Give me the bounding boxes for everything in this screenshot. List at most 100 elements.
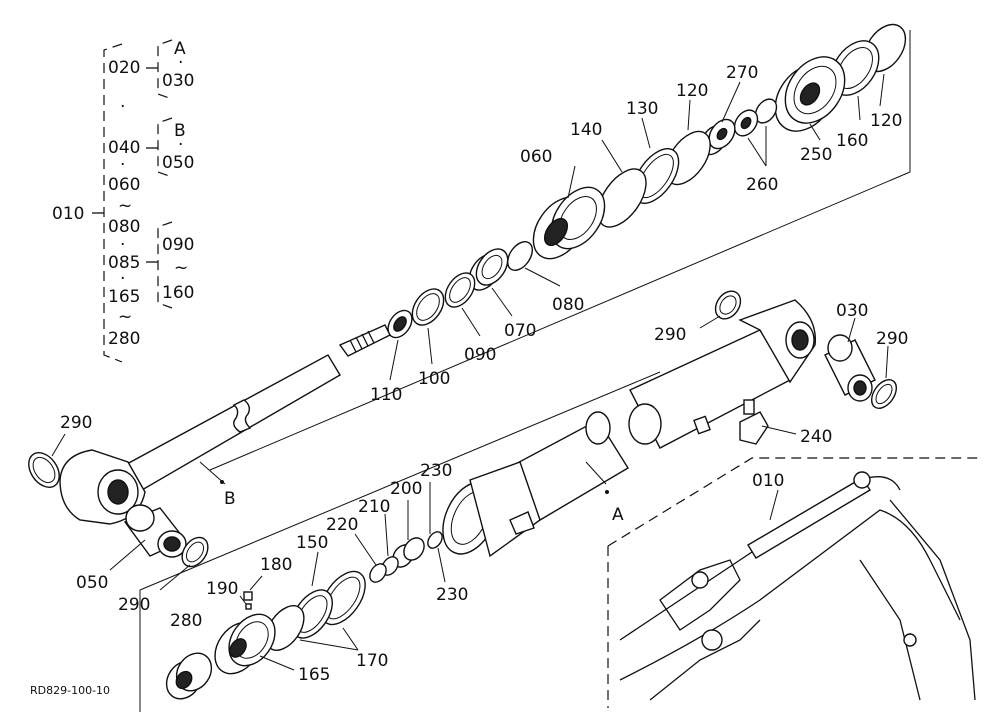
callout-220: 220 bbox=[326, 515, 358, 535]
part-230-ring-a bbox=[427, 531, 443, 549]
callout-240: 240 bbox=[800, 427, 832, 447]
upper-panel-border bbox=[209, 30, 911, 471]
callout-290-left: 290 bbox=[60, 413, 92, 433]
callout-080: 080 bbox=[552, 295, 584, 315]
callout-230-top: 230 bbox=[420, 461, 452, 481]
callout-140: 140 bbox=[570, 120, 602, 140]
tube-gland-housing bbox=[442, 461, 541, 558]
tree-item-040: 040 bbox=[108, 138, 140, 158]
tree-bracket-c bbox=[157, 221, 173, 309]
group-c-from: 090 bbox=[162, 235, 194, 255]
part-180-screw bbox=[243, 591, 253, 601]
callout-170: 170 bbox=[356, 651, 388, 671]
part-240-elbow bbox=[739, 411, 769, 445]
rod-eye-end bbox=[59, 449, 146, 525]
tree-item-dot-2: · bbox=[120, 155, 125, 175]
inset-excavator-arm bbox=[619, 471, 976, 701]
inset-cylinder bbox=[747, 477, 871, 559]
piston-rod bbox=[123, 354, 341, 491]
figure-code: RD829-100-10 bbox=[30, 684, 110, 697]
callout-290-right: 290 bbox=[876, 329, 908, 349]
group-a-part: 030 bbox=[162, 71, 194, 91]
tree-item-080: 080 bbox=[108, 217, 140, 237]
leader-lines bbox=[51, 73, 889, 671]
callout-160: 160 bbox=[836, 131, 868, 151]
tree-item-tilde-1: ~ bbox=[118, 196, 132, 216]
part-100-ring bbox=[411, 288, 445, 326]
callout-290-lower-left: 290 bbox=[118, 595, 150, 615]
tree-item-085: 085 bbox=[108, 253, 140, 273]
tube-lower-port bbox=[509, 511, 535, 535]
callout-050: 050 bbox=[76, 573, 108, 593]
arm-lower-edge bbox=[619, 509, 961, 681]
arm-upper-edge bbox=[619, 476, 901, 641]
callout-200: 200 bbox=[390, 479, 422, 499]
group-a-sep: · bbox=[178, 53, 183, 73]
tree-item-165: 165 bbox=[108, 287, 140, 307]
group-b-letter: B bbox=[174, 121, 186, 141]
tree-item-dot-3: · bbox=[120, 235, 125, 255]
callout-280: 280 bbox=[170, 611, 202, 631]
piston-rod-assembly bbox=[28, 324, 391, 568]
callout-110: 110 bbox=[370, 385, 402, 405]
callout-150: 150 bbox=[296, 533, 328, 553]
tree-item-tilde-2: ~ bbox=[118, 307, 132, 327]
part-050-bushing bbox=[123, 504, 187, 558]
callout-190: 190 bbox=[206, 579, 238, 599]
part-280-nut bbox=[165, 652, 213, 700]
cylinder-tube-lower bbox=[165, 411, 629, 700]
rod-break-mark bbox=[232, 399, 252, 433]
callout-270: 270 bbox=[726, 63, 758, 83]
panel-outlines bbox=[139, 30, 978, 712]
callout-010: 010 bbox=[752, 471, 784, 491]
callout-180: 180 bbox=[260, 555, 292, 575]
cylinder-tube-upper bbox=[628, 290, 898, 449]
marker-a-dot bbox=[605, 490, 609, 494]
callout-a: A bbox=[612, 505, 624, 525]
inset-pin-lower bbox=[701, 629, 723, 651]
tree-item-dot-4: · bbox=[120, 269, 125, 289]
callout-260: 260 bbox=[746, 175, 778, 195]
callout-060: 060 bbox=[520, 147, 552, 167]
part-290-ring-top bbox=[714, 290, 742, 320]
tree-item-060: 060 bbox=[108, 175, 140, 195]
part-140-ring bbox=[597, 168, 647, 228]
tube-head-eye bbox=[738, 299, 817, 384]
callout-120-left: 120 bbox=[676, 81, 708, 101]
tree-item-280: 280 bbox=[108, 329, 140, 349]
callout-070: 070 bbox=[504, 321, 536, 341]
tree-main-bracket bbox=[103, 43, 123, 363]
part-165-piston bbox=[214, 613, 276, 675]
group-c-sep: ~ bbox=[174, 258, 188, 278]
part-250-piston bbox=[774, 56, 846, 132]
callout-100: 100 bbox=[418, 369, 450, 389]
part-290-ring-left bbox=[28, 452, 60, 488]
upper-seal-stack bbox=[387, 23, 907, 339]
callout-120-right: 120 bbox=[870, 111, 902, 131]
callout-290-top: 290 bbox=[654, 325, 686, 345]
part-260-ring-a bbox=[754, 98, 778, 124]
part-080-ring bbox=[506, 240, 534, 272]
part-030-bushing bbox=[824, 334, 876, 402]
group-a-letter: A bbox=[174, 39, 186, 59]
part-090-ring bbox=[444, 272, 476, 308]
callout-030: 030 bbox=[836, 301, 868, 321]
group-b-sep: · bbox=[178, 135, 183, 155]
lower-panel-top-edge bbox=[139, 371, 661, 591]
callout-230-bottom: 230 bbox=[436, 585, 468, 605]
part-190-ball bbox=[245, 603, 252, 610]
callout-090: 090 bbox=[464, 345, 496, 365]
callout-130: 130 bbox=[626, 99, 658, 119]
tree-item-020: 020 bbox=[108, 58, 140, 78]
inset-top-edge bbox=[607, 457, 978, 547]
tree-bracket-a bbox=[157, 39, 173, 100]
part-220-ring bbox=[369, 563, 387, 583]
callout-b: B bbox=[224, 489, 236, 509]
part-060-gland bbox=[532, 186, 606, 260]
marker-b-dot bbox=[220, 480, 224, 484]
group-c-to: 160 bbox=[162, 283, 194, 303]
tree-item-dot-1: · bbox=[120, 97, 125, 117]
part-070-bushing bbox=[468, 248, 509, 291]
